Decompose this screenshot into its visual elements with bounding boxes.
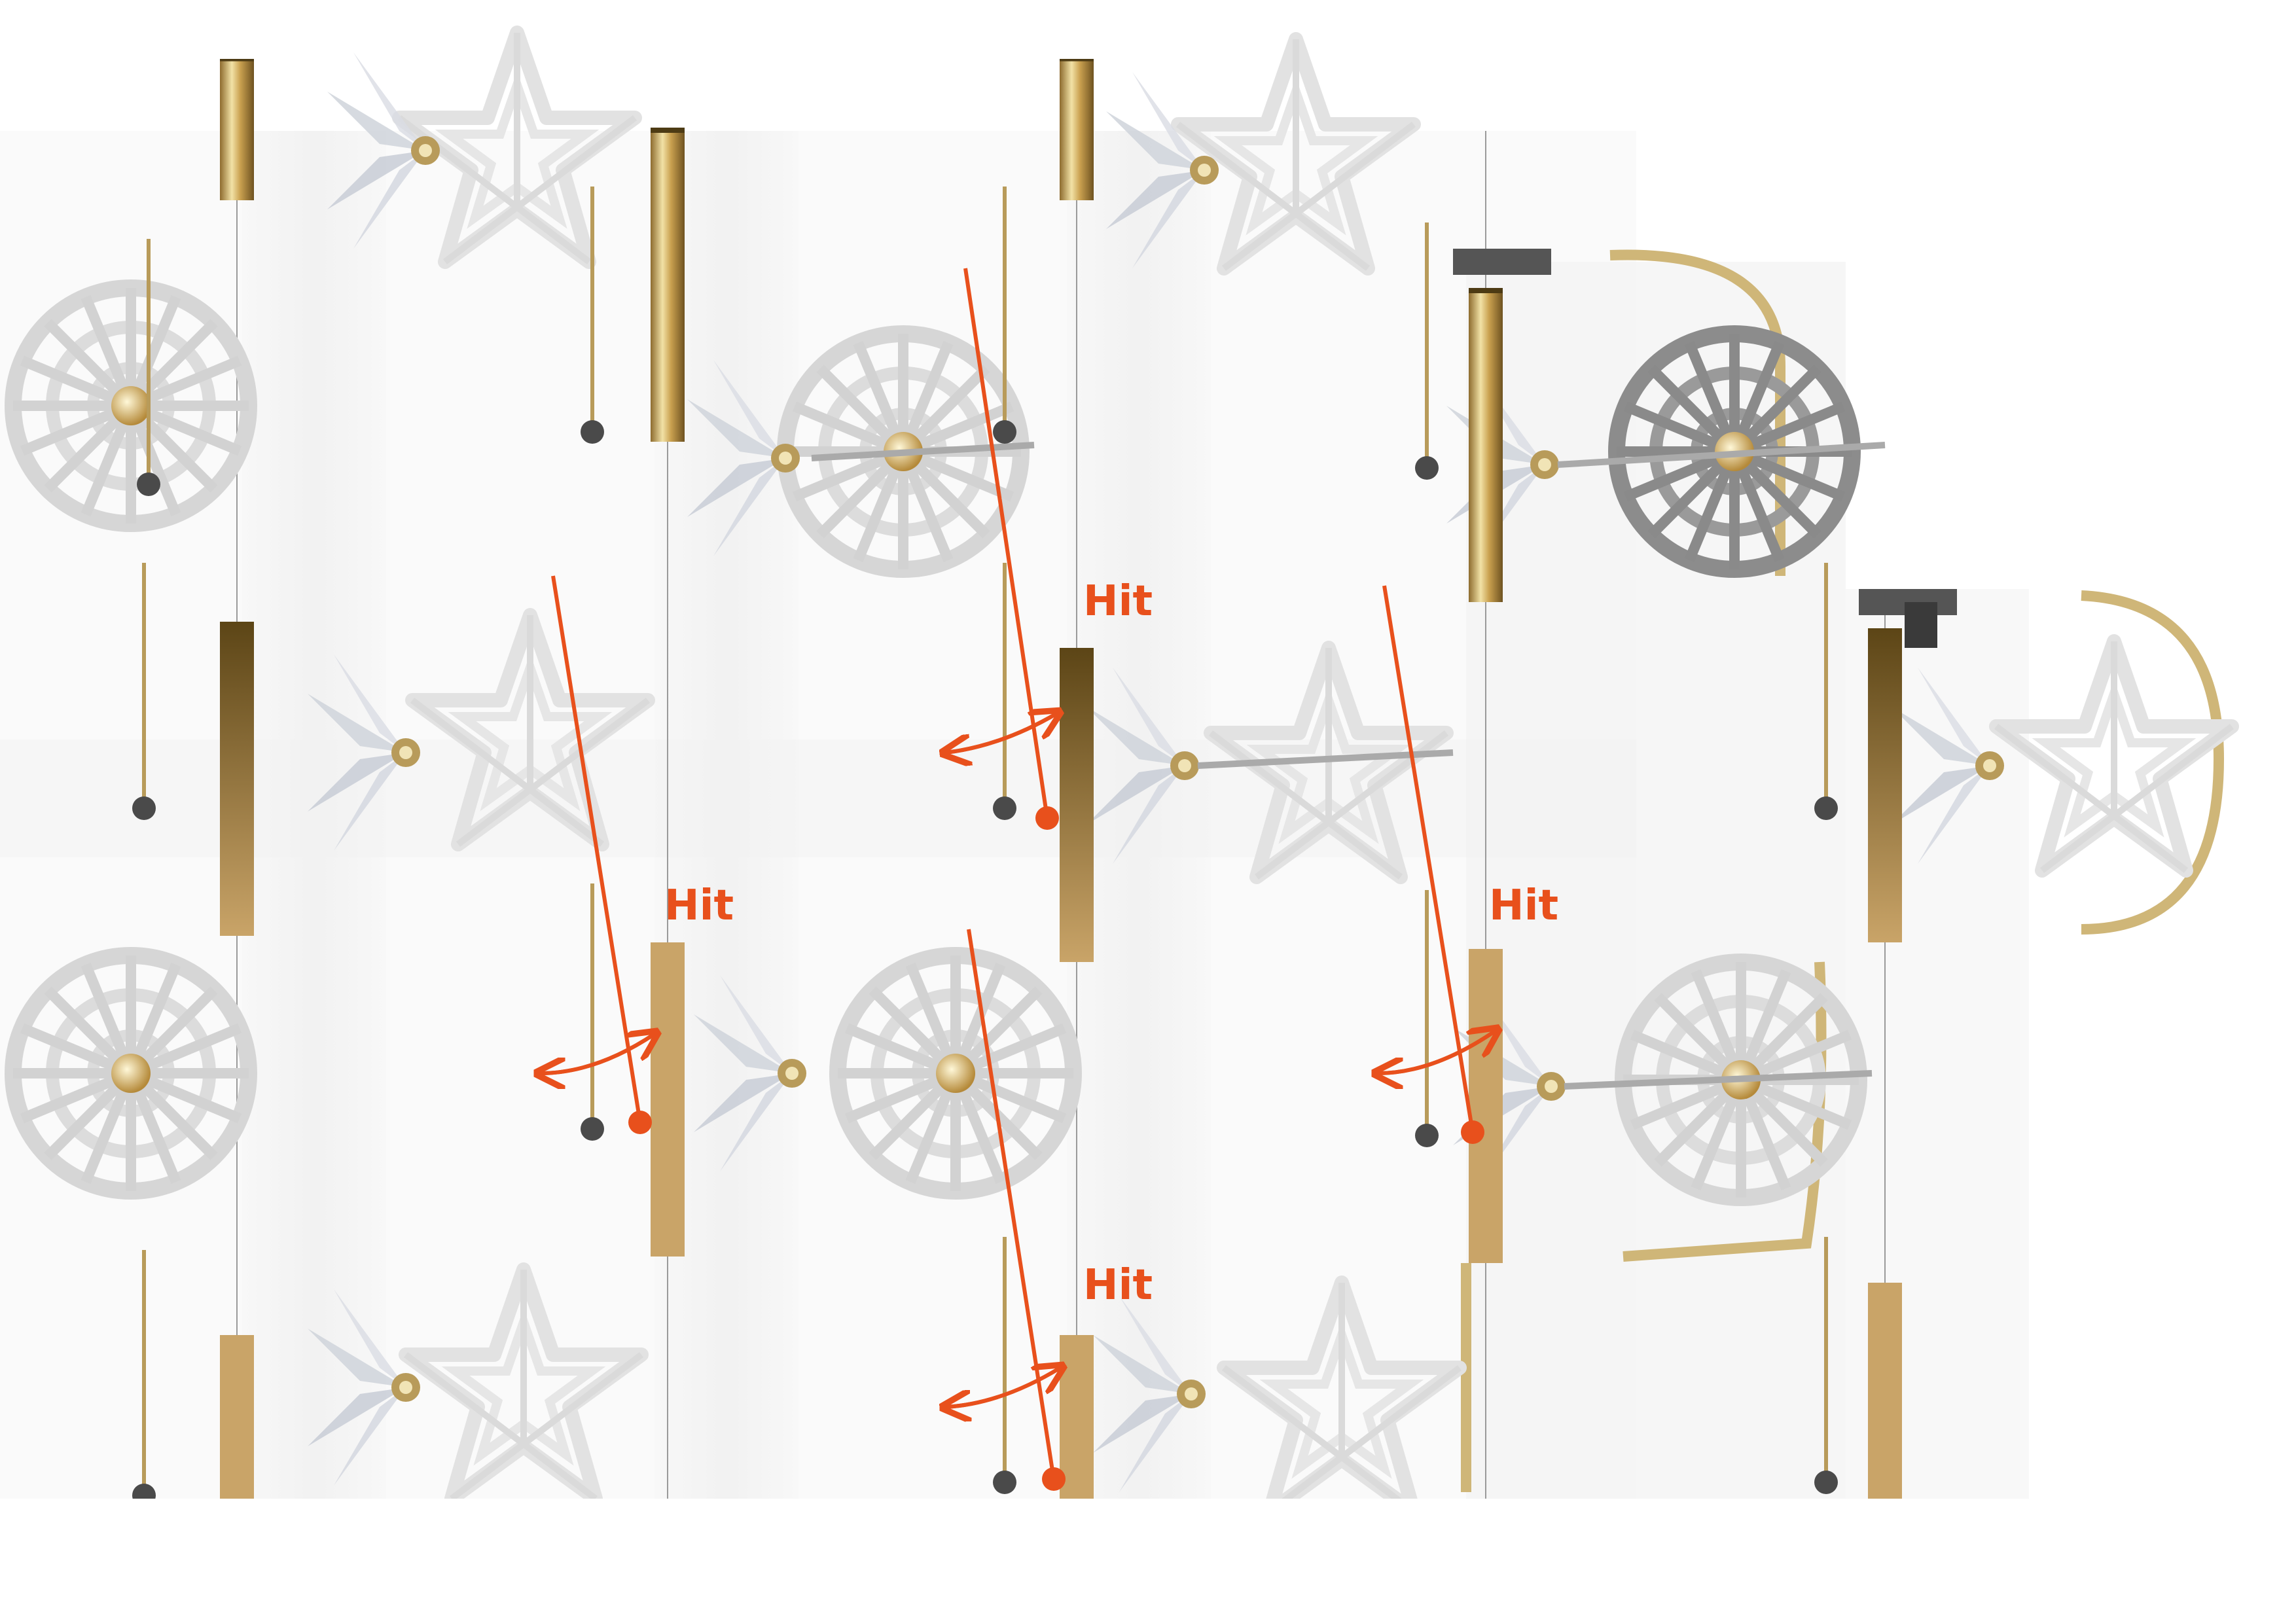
brass-tube-icon xyxy=(651,128,685,442)
brass-tube-icon xyxy=(1060,59,1094,200)
bottom-margin xyxy=(0,1499,2296,1623)
brass-tube-icon xyxy=(220,622,254,936)
brass-tube-icon xyxy=(1469,288,1503,602)
star-lattice-icon xyxy=(1996,641,2232,870)
brass-tube-icon xyxy=(651,942,685,1257)
lattice-wheel-icon xyxy=(13,955,249,1191)
brass-tube-icon xyxy=(1868,628,1902,942)
hit-label: Hit xyxy=(1083,1261,1153,1310)
lattice-wheel-icon xyxy=(13,288,249,524)
hit-label: Hit xyxy=(1489,882,1558,930)
brass-tube-icon xyxy=(220,59,254,200)
hit-label: Hit xyxy=(664,882,734,930)
brass-tube-icon xyxy=(1060,648,1094,962)
brass-tube-icon xyxy=(1469,949,1503,1263)
lattice-wheel-icon xyxy=(838,955,1073,1191)
hit-label: Hit xyxy=(1083,577,1153,626)
